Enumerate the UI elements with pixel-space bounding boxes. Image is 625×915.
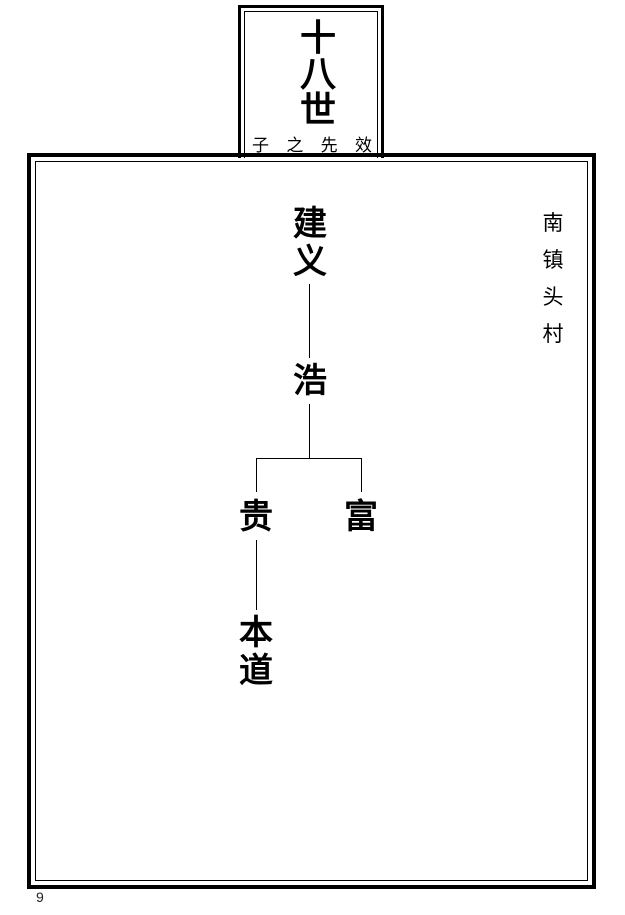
village-char: 村	[542, 322, 564, 346]
name-char: 建	[293, 204, 327, 244]
tree-line	[361, 458, 362, 492]
name-char: 义	[293, 242, 327, 282]
name-char: 富	[344, 497, 378, 537]
name-char: 浩	[293, 361, 327, 401]
generation-box	[238, 5, 384, 158]
name-char: 本	[239, 613, 273, 653]
village-char: 头	[542, 285, 564, 309]
page-frame	[27, 153, 596, 889]
person-great-grandchild: 本 道	[226, 616, 286, 692]
generation-char: 八	[299, 53, 336, 95]
motto-char: 之	[286, 136, 304, 156]
tree-line	[256, 458, 257, 492]
tree-line	[309, 284, 310, 358]
generation-char: 十	[299, 17, 336, 59]
person-root: 建 义	[280, 207, 340, 283]
generation-title: 十 八 世	[293, 20, 343, 128]
generation-char: 世	[299, 89, 336, 131]
person-grandchild-1: 贵	[226, 500, 286, 538]
motto-char: 子	[252, 136, 269, 156]
village-char: 南	[542, 211, 564, 235]
tree-line	[256, 458, 362, 459]
page-number: 9	[36, 889, 44, 905]
tree-line	[309, 404, 310, 458]
person-child: 浩	[280, 364, 340, 402]
village-char: 镇	[542, 248, 564, 272]
tree-line	[256, 540, 257, 610]
village-label: 南 镇 头 村	[535, 213, 571, 361]
motto-char: 效	[354, 136, 372, 156]
generation-motto: 子 之 先 效	[252, 131, 372, 156]
name-char: 道	[239, 651, 273, 691]
person-grandchild-2: 富	[331, 500, 391, 538]
name-char: 贵	[239, 497, 273, 537]
motto-char: 先	[320, 136, 338, 156]
